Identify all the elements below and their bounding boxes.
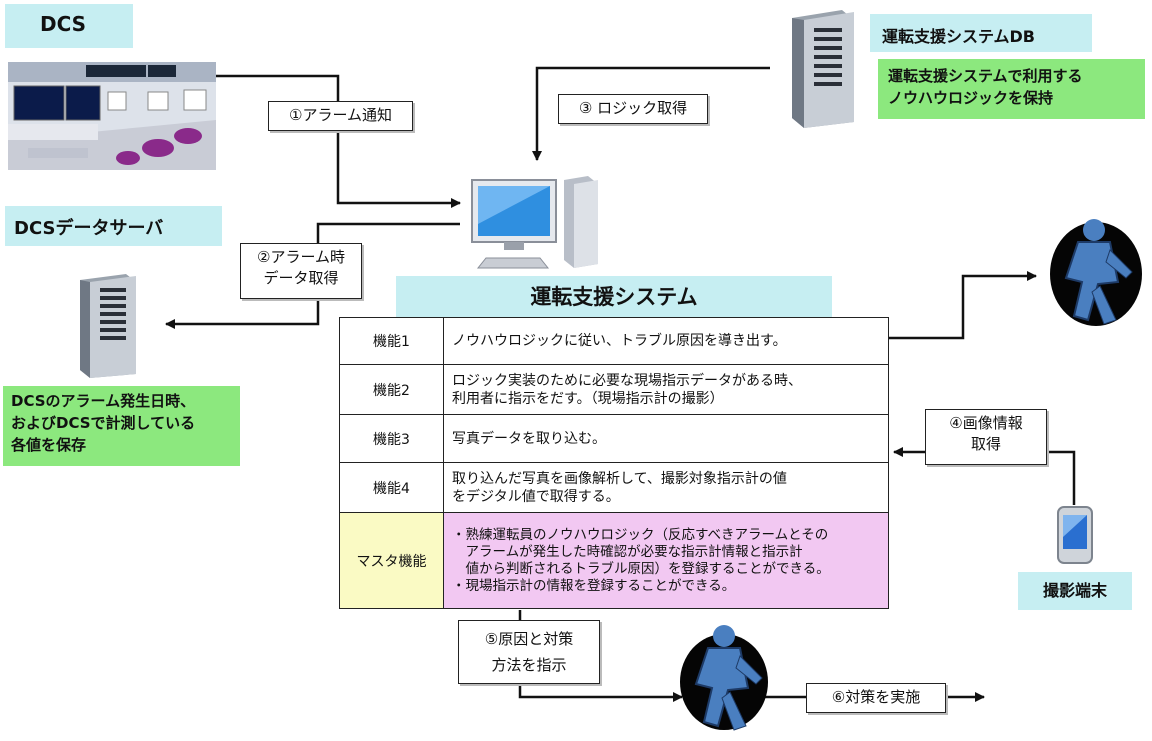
function-name: 機能1 [339, 317, 444, 365]
system-title: 運転支援システム [396, 276, 832, 318]
dcs-server-icon [70, 274, 140, 382]
function-name: 機能3 [339, 414, 444, 463]
function-row: 機能2 ロジック実装のために必要な現場指示データがある時、 利用者に指示をだす。… [339, 364, 889, 415]
phone-icon [1054, 505, 1098, 571]
function-row: 機能1 ノウハウロジックに従い、トラブル原因を導き出す。 [339, 317, 889, 365]
function-row: 機能4 取り込んだ写真を画像解析して、撮影対象指示計の値 をデジタル値で取得する… [339, 462, 889, 513]
step-1-label: ①アラーム通知 [268, 101, 413, 131]
function-name: 機能4 [339, 462, 444, 513]
function-table: 機能1 ノウハウロジックに従い、トラブル原因を導き出す。 機能2 ロジック実装の… [339, 317, 889, 609]
dcs-server-label [5, 206, 222, 246]
db-note: 運転支援システムで利用する ノウハウロジックを保持 [878, 59, 1145, 119]
db-server-icon [782, 10, 858, 132]
arrow-logic [532, 66, 770, 161]
function-row: 機能3 写真データを取り込む。 [339, 414, 889, 463]
function-description: 写真データを取り込む。 [443, 414, 889, 463]
step-6-label: ⑥対策を実施 [806, 683, 946, 713]
arrow-alarm-notify [215, 74, 461, 208]
function-description: ロジック実装のために必要な現場指示データがある時、 利用者に指示をだす。（現場指… [443, 364, 889, 415]
operator-icon [1036, 212, 1146, 336]
dcs-label [5, 4, 133, 48]
dcs-server-note: DCSのアラーム発生日時、 およびDCSで計測している 各値を保存 [3, 386, 240, 466]
terminal-label: 撮影端末 [1018, 572, 1132, 610]
db-label [870, 14, 1092, 52]
function-name: マスタ機能 [339, 512, 444, 609]
pc-icon [470, 176, 604, 280]
db-label-text: 運転支援システムDB [882, 27, 1035, 46]
function-description: 取り込んだ写真を画像解析して、撮影対象指示計の値 をデジタル値で取得する。 [443, 462, 889, 513]
dcs-label-text: DCS [40, 12, 87, 36]
step-3-label: ③ ロジック取得 [558, 94, 708, 124]
function-name: 機能2 [339, 364, 444, 415]
function-description: ・熟練運転員のノウハウロジック（反応すべきアラームとその アラームが発生した時確… [443, 512, 889, 609]
step-2-label: ②アラーム時 データ取得 [240, 243, 362, 299]
function-row-master: マスタ機能 ・熟練運転員のノウハウロジック（反応すべきアラームとその アラームが… [339, 512, 889, 609]
dcs-server-label-text: DCSデータサーバ [14, 218, 164, 239]
step-5-label: ⑤原因と対策 方法を指示 [458, 620, 600, 684]
operator-icon [672, 618, 772, 740]
step-4-label: ④画像情報 取得 [925, 409, 1047, 465]
arrow-to-operator-top [889, 271, 1037, 340]
function-description: ノウハウロジックに従い、トラブル原因を導き出す。 [443, 317, 889, 365]
control-room-image [8, 62, 216, 170]
